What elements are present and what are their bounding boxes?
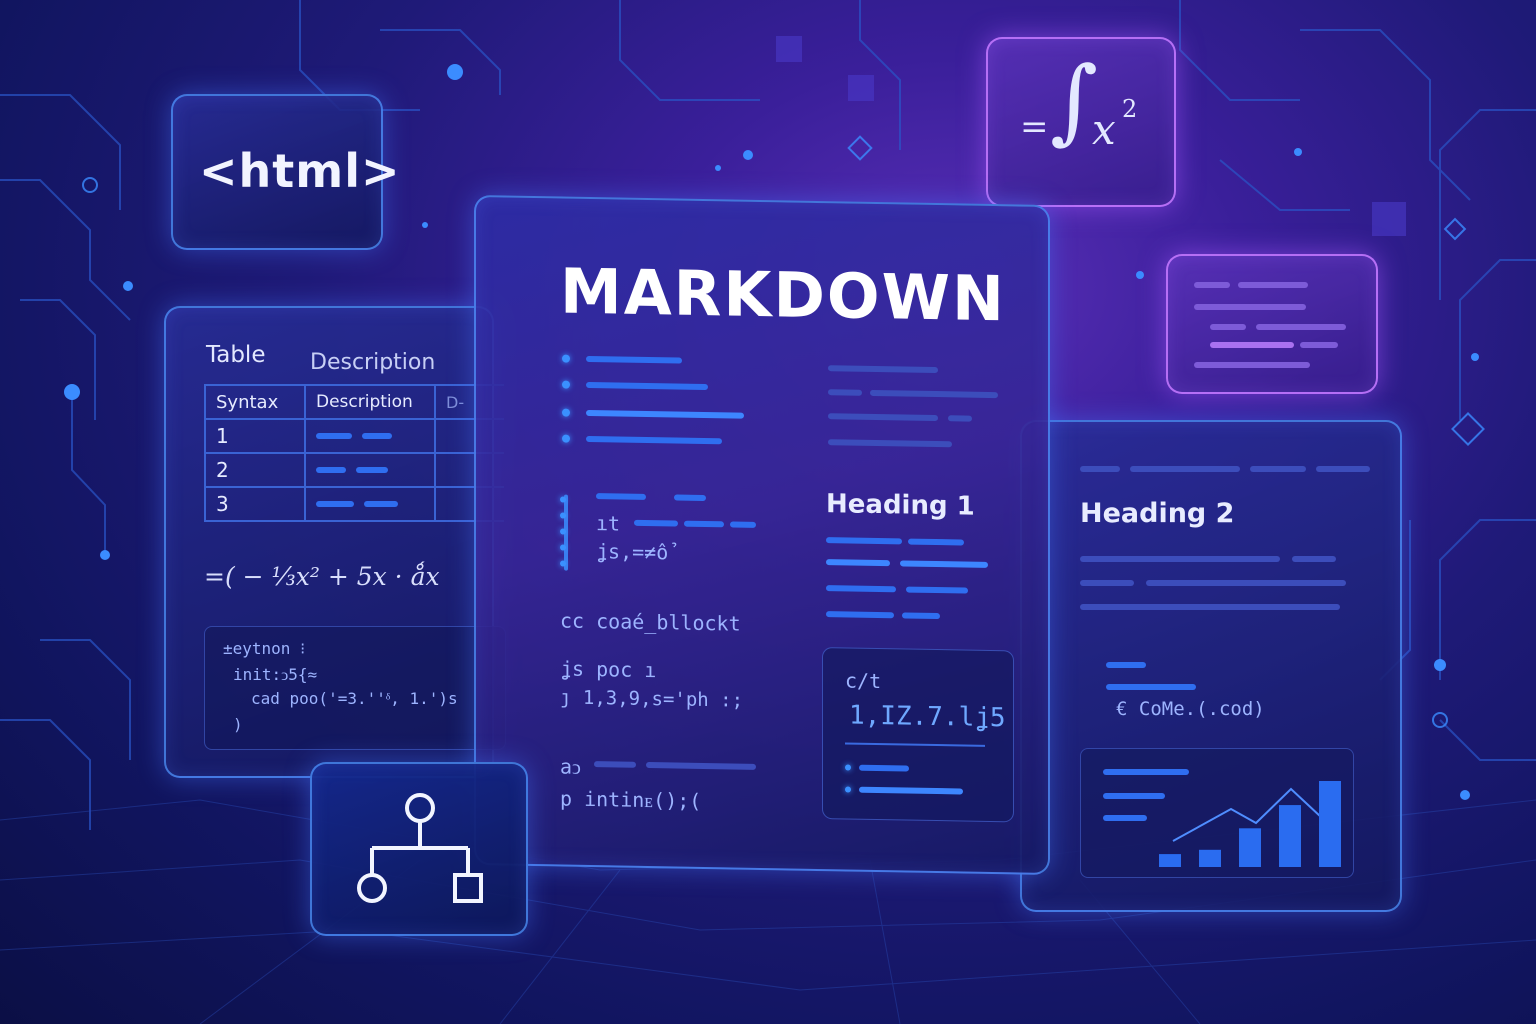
table-label: Table <box>206 342 266 368</box>
heading2-title: Heading 2 <box>1080 498 1235 529</box>
html-tag-label: <html> <box>199 144 401 198</box>
ax-label: aↄ <box>560 754 581 779</box>
code-block-label: cc coaé_blloсkt <box>560 608 741 636</box>
js-args: ȷ 1,3,9,s='ph :; <box>560 686 744 712</box>
formula-variable: x <box>1092 105 1116 154</box>
syntax-table: Syntax Description D- 1 2 3 <box>204 384 504 522</box>
snippet-head: c/t <box>845 668 882 694</box>
markdown-card[interactable]: MARKDOWN ıt ʝs,=≠ổ cc coaé_blloсkt ʝs po… <box>474 194 1050 876</box>
diagram-card[interactable] <box>310 762 528 936</box>
markdown-title: MARKDOWN <box>560 254 1006 336</box>
table-row: 1 <box>204 418 504 454</box>
chart-preview-box <box>1080 748 1354 878</box>
html-tag-card[interactable]: <html> <box>171 94 400 250</box>
formula-equals: = <box>1020 107 1049 147</box>
code-line: ıt <box>596 511 621 536</box>
table-card[interactable]: Table Description Syntax Description D- … <box>164 306 506 778</box>
python-code-box: ±eytnon ⁝ init:ↄ5{≈ cad poo('=3.''ᵟ, 1.'… <box>204 626 506 750</box>
table-row: 3 <box>204 486 504 522</box>
code-line: ±eytnon ⁝ <box>223 639 306 658</box>
chart-bar <box>1279 805 1301 867</box>
header-syntax: Syntax <box>204 384 306 420</box>
js-line: ʝs poc ı <box>560 656 657 683</box>
chart-bar <box>1239 828 1261 867</box>
mini-bar-chart <box>1159 781 1341 867</box>
text-lines-card[interactable] <box>1166 254 1378 394</box>
description-label: Description <box>310 350 436 375</box>
table-header-row: Syntax Description D- <box>204 384 504 420</box>
formula-exponent: 2 <box>1122 95 1138 123</box>
heading2-card[interactable]: Heading 2 € CoMe.(.cod) <box>1020 420 1402 912</box>
code-line: ʝs,=≠ổ <box>596 539 669 565</box>
p-line: p intinᴇ();( <box>560 786 702 813</box>
code-line: cad poo('=3.''ᵟ, 1.')s <box>251 689 458 708</box>
header-description: Description <box>304 384 436 420</box>
row-number: 1 <box>204 418 306 454</box>
chart-bar <box>1159 854 1181 867</box>
formula-integral: ∫ <box>1050 47 1098 154</box>
trend-line <box>1172 787 1322 842</box>
code-snippet-box: c/t 1,IZ.7.lʝ5 <box>822 647 1014 823</box>
row-number: 3 <box>204 486 306 522</box>
code-line: init:ↄ5{≈ <box>233 665 318 684</box>
row-number: 2 <box>204 452 306 488</box>
table-row: 2 <box>204 452 504 488</box>
heading2-code: € CoMe.(.cod) <box>1116 698 1265 720</box>
chart-bar <box>1199 849 1221 867</box>
snippet-value: 1,IZ.7.lʝ5 <box>849 700 1006 734</box>
chart-bar <box>1319 781 1341 867</box>
table-formula: =( − ⅓x² + 5x · ǻx <box>204 562 440 591</box>
hierarchy-diagram-icon <box>357 793 483 903</box>
code-line: ) <box>233 715 243 734</box>
formula-card[interactable]: = ∫ x 2 <box>986 37 1176 207</box>
heading1-title: Heading 1 <box>826 489 975 522</box>
